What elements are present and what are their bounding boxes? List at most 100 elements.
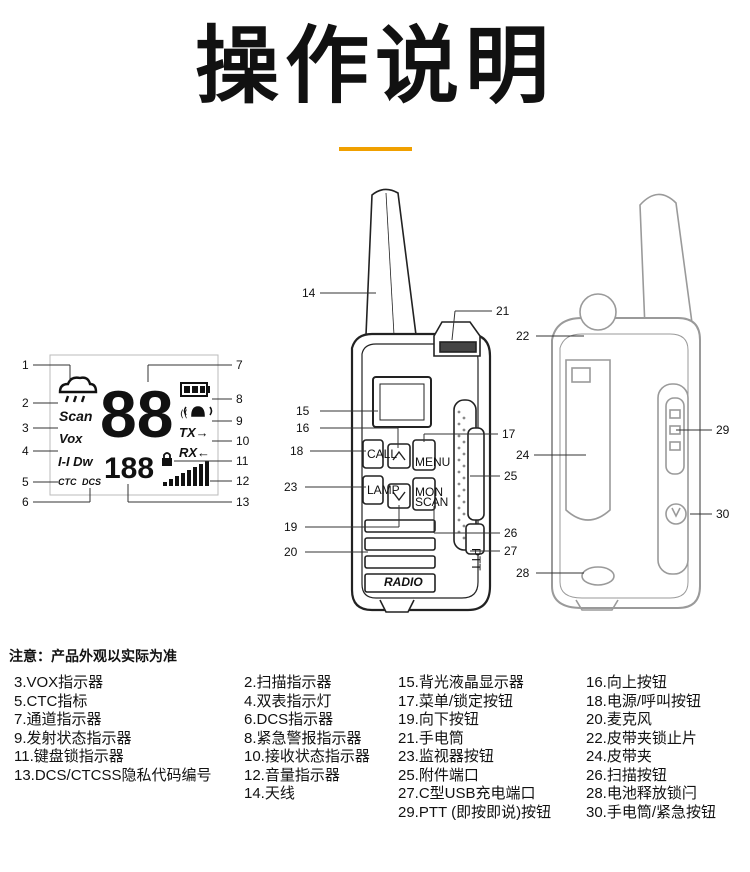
lcd-channel-digits: 88 [100, 377, 173, 451]
lcd-callout-numbers: 1 2 3 4 5 6 7 8 9 10 11 12 13 [22, 358, 250, 509]
legend-item: 13.DCS/CTCSS隐私代码编号 [14, 766, 212, 784]
legend-item: 12.音量指示器 [244, 766, 340, 784]
legend-item: 30.手电筒/紧急按钮 [586, 803, 717, 821]
back-callout-numbers: 22 24 28 29 30 [516, 329, 730, 580]
legend-item: 2.扫描指示器 [244, 674, 332, 691]
callout-15: 15 [296, 404, 310, 418]
legend-item: 11.键盘锁指示器 [14, 748, 124, 765]
callout-1: 1 [22, 358, 29, 372]
legend-item: 29.PTT (即按即说)按钮 [398, 803, 552, 821]
scan-cloud-icon [58, 376, 98, 403]
appearance-note: 注意：产品外观以实际为准 [9, 649, 177, 665]
mon-key-label: MON [415, 485, 443, 499]
radio-back [551, 193, 701, 611]
callout-28: 28 [516, 566, 530, 580]
callout-25: 25 [504, 469, 518, 483]
legend-item: 19.向下按钮 [398, 711, 479, 728]
lcd-vox-label: Vox [59, 431, 83, 446]
callout-22: 22 [516, 329, 530, 343]
legend-column-1: 3.VOX指示器 5.CTC指标 7.通道指示器 9.发射状态指示器 11.键盘… [14, 674, 212, 785]
callout-20: 20 [284, 545, 298, 559]
callout-12: 12 [236, 474, 250, 488]
lcd-dw-label: I-I Dw [58, 454, 94, 469]
radio-front [350, 188, 492, 613]
back-callout-lines [534, 335, 712, 574]
battery-latch [581, 566, 615, 586]
radio-front-text: CALL LAMP MENU MON SCAN RADIO PTT [367, 447, 483, 589]
battery-icon [180, 382, 210, 397]
lcd-scan-label: Scan [59, 408, 92, 424]
scan-key-label: SCAN [415, 495, 448, 509]
svg-text:((: (( [180, 409, 188, 420]
callout-16: 16 [296, 421, 310, 435]
callout-3: 3 [22, 421, 29, 435]
legend-item: 15.背光液晶显示器 [398, 674, 524, 691]
callout-17: 17 [502, 427, 516, 441]
volume-bars-icon [163, 461, 209, 486]
call-key [362, 439, 384, 469]
flashlight-button [665, 503, 687, 525]
callout-19: 19 [284, 520, 298, 534]
legend-item: 6.DCS指示器 [244, 711, 334, 728]
callout-7: 7 [236, 358, 243, 372]
legend-item: 18.电源/呼叫按钮 [586, 692, 702, 710]
title-underline [339, 147, 412, 151]
callout-26: 26 [504, 526, 518, 540]
menu-key-label: MENU [415, 455, 450, 469]
callout-9: 9 [236, 414, 243, 428]
lcd-ctc-label: CTC [58, 477, 77, 487]
callout-6: 6 [22, 495, 29, 509]
callout-4: 4 [22, 444, 29, 458]
lcd-code-digits: 188 [104, 452, 154, 485]
legend-item: 26.扫描按钮 [586, 766, 667, 784]
legend-item: 23.监视器按钮 [398, 748, 494, 765]
call-key-label: CALL [367, 447, 397, 461]
legend-item: 9.发射状态指示器 [14, 729, 132, 747]
callout-5: 5 [22, 475, 29, 489]
callout-29: 29 [716, 423, 730, 437]
lamp-key-label: LAMP [367, 483, 400, 497]
up-key [387, 443, 411, 469]
legend-item: 14.天线 [244, 785, 295, 802]
ptt-side-label: PTT [469, 548, 483, 571]
belt-clip [565, 359, 611, 521]
lamp-key [362, 475, 384, 505]
legend-item: 20.麦克风 [586, 711, 652, 728]
legend-item: 5.CTC指标 [14, 692, 88, 710]
front-callout-numbers: 14 15 16 17 18 19 20 21 23 25 26 27 [284, 286, 518, 559]
emergency-bell-icon: (( [180, 406, 213, 420]
callout-2: 2 [22, 396, 29, 410]
antenna [365, 188, 417, 336]
legend-item: 28.电池释放锁闩 [586, 785, 697, 802]
lcd-callout-lines [33, 364, 232, 503]
callout-14: 14 [302, 286, 316, 300]
legend-item: 8.紧急警报指示器 [244, 729, 362, 747]
legend-item: 7.通道指示器 [14, 711, 102, 728]
keypad-lock-icon [162, 452, 172, 466]
legend-item: 22.皮带夹锁止片 [586, 729, 697, 747]
callout-18: 18 [290, 444, 304, 458]
page-title: 操作说明 [194, 17, 555, 115]
legend-item: 17.菜单/锁定按钮 [398, 692, 514, 710]
callout-30: 30 [716, 507, 730, 521]
legend-column-4: 16.向上按钮 18.电源/呼叫按钮 20.麦克风 22.皮带夹锁止片 24.皮… [586, 674, 716, 822]
callout-24: 24 [516, 448, 530, 462]
radio-diagram: Scan Vox I-I Dw CTC DCS 88 188 (( TX→ RX… [22, 188, 730, 613]
brand-label: RADIO [384, 575, 423, 589]
legend-item: 10.接收状态指示器 [244, 748, 370, 765]
legend-item: 27.C型USB充电端口 [398, 785, 536, 802]
front-callout-lines [305, 292, 500, 553]
legend-item: 4.双表指示灯 [244, 692, 332, 710]
speaker-grille [457, 410, 466, 540]
lcd-panel: Scan Vox I-I Dw CTC DCS 88 188 (( TX→ RX… [49, 354, 219, 496]
callout-10: 10 [236, 434, 250, 448]
lcd-tx-label: TX→ [179, 425, 209, 440]
legend-item: 21.手电筒 [398, 729, 464, 747]
callout-11: 11 [236, 454, 249, 468]
callout-27: 27 [504, 544, 518, 558]
legend-item: 25.附件端口 [398, 766, 479, 784]
lcd-dcs-label: DCS [82, 477, 101, 487]
callout-21: 21 [496, 304, 510, 318]
ptt-button [467, 427, 485, 521]
legend-item: 3.VOX指示器 [14, 674, 104, 691]
